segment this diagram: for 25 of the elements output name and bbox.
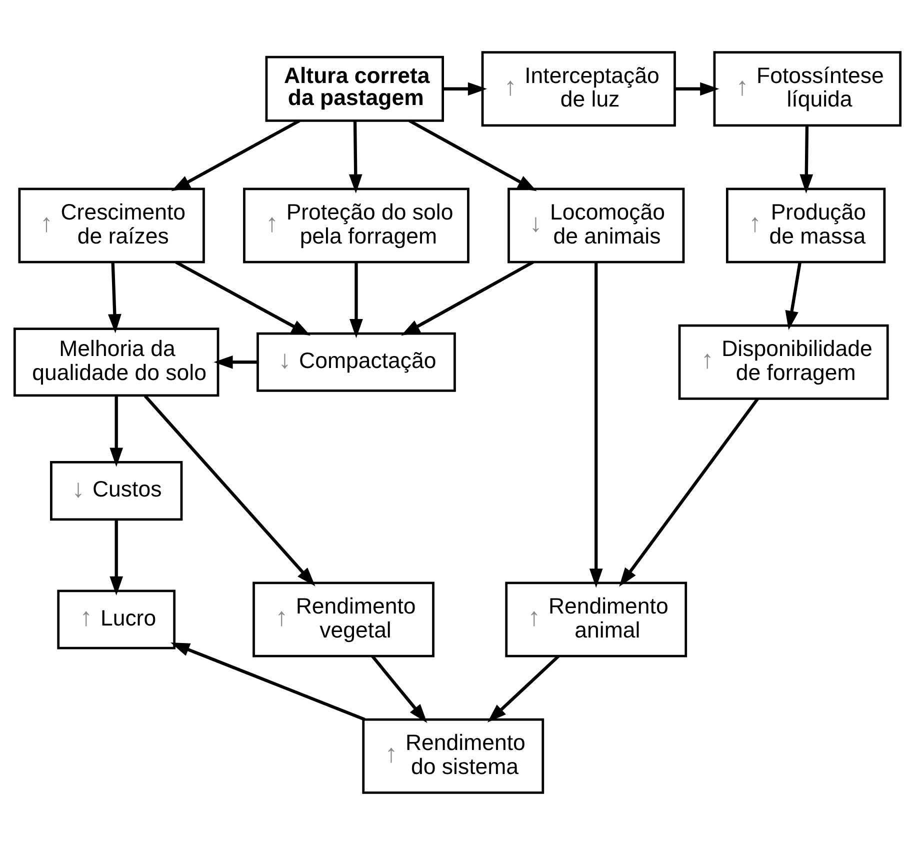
- arrow: [589, 262, 603, 588]
- node-box: ↓ Custos: [50, 461, 183, 521]
- arrow: [214, 355, 258, 369]
- node-box: ↓ Compactação: [256, 332, 456, 392]
- arrow: [401, 260, 534, 336]
- arrow: [675, 82, 720, 96]
- arrow: [110, 396, 124, 467]
- arrow: [175, 260, 310, 336]
- arrow: [371, 655, 428, 723]
- arrow: [170, 642, 366, 721]
- arrow: [108, 262, 122, 334]
- arrow: [408, 119, 537, 192]
- node-box: Altura correta da pastagem: [265, 56, 444, 122]
- arrow: [348, 120, 362, 194]
- node-box: ↑ Lucro: [57, 590, 176, 650]
- node-box: Melhoria da qualidade do solo: [13, 328, 220, 397]
- arrow: [350, 262, 363, 338]
- arrow: [800, 126, 814, 194]
- arrow: [487, 654, 560, 723]
- arrow: [443, 82, 488, 96]
- arrow: [619, 398, 759, 587]
- arrow: [144, 394, 316, 586]
- arrow: [171, 119, 300, 192]
- arrow: [785, 262, 802, 330]
- arrow: [110, 520, 124, 596]
